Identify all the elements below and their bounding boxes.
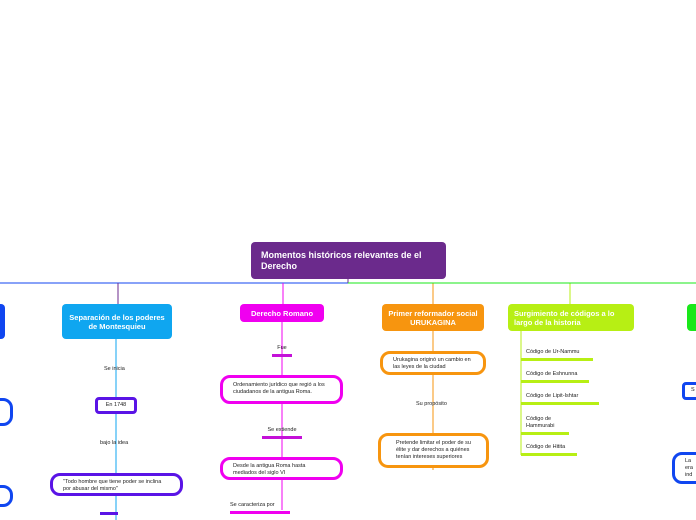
montesquieu-bajo-la-idea[interactable]: bajo la idea xyxy=(100,440,129,446)
branch-derecho-romano[interactable]: Derecho Romano xyxy=(240,304,324,322)
left-cut-branch[interactable] xyxy=(0,304,5,339)
montesquieu-quote[interactable]: "Todo hombre que tiene poder se inclina … xyxy=(50,473,183,496)
central-topic[interactable]: Momentos históricos relevantes de el Der… xyxy=(251,242,446,279)
romano-se-caracteriza[interactable]: Se caracteriza por xyxy=(230,502,290,514)
montesquieu-en-1748[interactable]: En 1748 xyxy=(95,397,137,414)
romano-desde-antigua-roma[interactable]: Desde la antigua Roma hasta mediados del… xyxy=(220,457,343,480)
romano-fue[interactable]: Fue xyxy=(272,345,292,357)
branch-urukagina[interactable]: Primer reformador social URUKAGINA xyxy=(382,304,484,331)
right-cut-box-2[interactable]: La era ind xyxy=(672,452,696,484)
branch-codigos[interactable]: Surgimiento de códigos a lo largo de la … xyxy=(508,304,634,331)
montesquieu-next-stub xyxy=(100,512,118,515)
right-cut-text-era: era xyxy=(685,465,693,471)
right-cut-box-1[interactable]: S xyxy=(682,382,696,400)
codigo-eshnunna[interactable]: Código de Eshnunna xyxy=(521,371,589,383)
left-cut-box-1[interactable] xyxy=(0,398,13,426)
codigo-hitita[interactable]: Código de Hitita xyxy=(521,444,577,456)
codigo-hammurabi[interactable]: Código de Hammurabi xyxy=(521,416,569,435)
romano-ordenamiento[interactable]: Ordenamiento jurídico que regió a los ci… xyxy=(220,375,343,404)
codigo-lipit-ishtar[interactable]: Código de Lipit-Ishtar xyxy=(521,393,599,405)
urukagina-su-proposito[interactable]: Su propósito xyxy=(416,401,447,407)
branch-montesquieu[interactable]: Separación de los poderes de Montesquieu xyxy=(62,304,172,339)
romano-se-extiende[interactable]: Se extiende xyxy=(262,427,302,439)
urukagina-cambio-leyes[interactable]: Urukagina originó un cambio en las leyes… xyxy=(380,351,486,375)
right-cut-text-la: La xyxy=(685,458,692,464)
right-cut-branch[interactable] xyxy=(687,304,696,331)
left-cut-box-2[interactable] xyxy=(0,485,13,507)
codigo-ur-nammu[interactable]: Código de Ur-Nammu xyxy=(521,349,593,361)
montesquieu-se-inicia[interactable]: Se inicia xyxy=(104,366,125,372)
urukagina-pretende-limitar[interactable]: Pretende limitar el poder de su élite y … xyxy=(378,433,489,468)
right-cut-text-ind: ind xyxy=(685,472,693,478)
